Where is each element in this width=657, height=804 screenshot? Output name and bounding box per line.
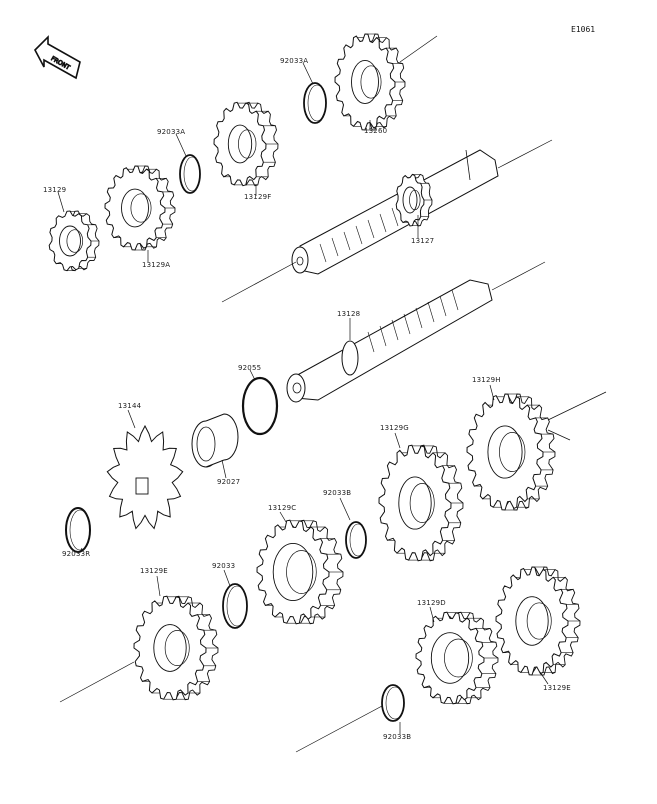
leader-13129e-left: [156, 575, 161, 597]
axis-line-upper-left: [221, 261, 297, 303]
leader-13129h: [489, 384, 495, 401]
label-13129c: 13129C: [268, 504, 297, 512]
leader-92033: [223, 569, 231, 587]
sprocket-13144: [106, 424, 184, 530]
leader-13144: [127, 409, 136, 429]
leader-13129e-right: [539, 671, 549, 685]
label-13129: 13129: [43, 186, 67, 194]
shaft-13127-spline: [319, 243, 327, 263]
leader-13129: [57, 191, 65, 213]
label-92033: 92033: [212, 562, 236, 570]
leader-92033a-top: [302, 62, 314, 85]
drawing-layer: FRONT: [34, 33, 607, 753]
circlip-92033a-mid-inner: [183, 156, 201, 192]
label-13128: 13128: [337, 310, 361, 318]
shaft-13127-spline: [367, 219, 375, 239]
gear-13129e-left: [133, 595, 219, 701]
label-92027: 92027: [217, 478, 241, 486]
shaft-13128-bore: [292, 382, 302, 394]
shaft-13128-spline: [427, 301, 435, 323]
label-13129d: 13129D: [417, 599, 446, 607]
shaft-13127-step: [465, 149, 471, 181]
label-13129h: 13129H: [472, 376, 501, 384]
shaft-13127-spline: [331, 237, 339, 257]
label-92033b: 92033B: [323, 489, 352, 497]
circlip-92033r-inner: [69, 509, 91, 551]
leader-13129d: [429, 606, 435, 623]
gear-13129a: [104, 165, 176, 251]
circlip-92033a-top-inner: [307, 84, 327, 122]
leader-92027: [221, 459, 227, 479]
shaft-13128-body: [291, 279, 493, 401]
gear-13129e-right: [495, 566, 581, 676]
axis-line-bottom-left: [59, 661, 135, 703]
shaft-13128-spline: [379, 325, 387, 347]
label-13129e-right: 13129E: [543, 684, 571, 692]
label-92033r: 92033R: [62, 550, 91, 558]
circlip-92033b-inner: [349, 523, 367, 557]
axis-line-upper-right: [497, 139, 553, 169]
label-92033b-bottom: 92033B: [383, 733, 412, 741]
circlip-92033-inner: [226, 585, 248, 627]
leader-92033r: [79, 547, 83, 553]
shaft-13128-end: [286, 373, 306, 403]
label-13144: 13144: [118, 402, 142, 410]
shaft-13127-spline: [379, 213, 387, 233]
axis-line-top-right: [399, 35, 438, 63]
leader-92033b: [339, 497, 351, 521]
shaft-13127-spline: [391, 207, 399, 227]
shaft-13127-spline: [355, 225, 363, 245]
shaft-13128-spline: [391, 319, 399, 341]
leader-92033a-mid: [175, 133, 187, 157]
gear-13260: [334, 33, 406, 131]
oring-92055: [241, 376, 279, 436]
label-92033a-mid: 92033A: [157, 128, 186, 136]
axis-line-h-right-2: [547, 429, 571, 441]
shaft-13128-spline: [415, 307, 423, 329]
label-13129e-left: 13129E: [140, 567, 168, 575]
gear-13129c: [256, 519, 344, 625]
label-13129f: 13129F: [244, 193, 272, 201]
shaft-13127-bore: [296, 256, 304, 266]
gear-13129h: [466, 393, 556, 511]
diagram-code: E1061: [571, 25, 596, 34]
front-arrow-icon: FRONT: [34, 35, 81, 80]
axis-line-mid-right: [491, 261, 546, 291]
axis-line-h-right: [547, 391, 607, 421]
label-13129a: 13129A: [142, 261, 171, 269]
shaft-13128-collar: [341, 340, 359, 376]
shaft-13127-end: [291, 246, 309, 274]
gear-13129: [48, 210, 100, 272]
axis-line-bottom-center: [295, 705, 383, 753]
shaft-13128-spline: [367, 331, 375, 353]
leader-92055: [249, 369, 256, 381]
gear-13129f: [213, 101, 279, 187]
gear-13129d: [415, 611, 499, 705]
label-92033a-top: 92033A: [280, 57, 309, 65]
collar-92027-bore: [196, 426, 216, 462]
shaft-13127-spline: [343, 231, 351, 251]
shaft-13128-spline: [403, 313, 411, 335]
circlip-92033b-bottom-inner: [385, 686, 405, 720]
leader-13129c: [279, 511, 287, 523]
gear-13129g: [378, 444, 464, 562]
leader-13129g: [394, 432, 401, 449]
label-13129g: 13129G: [380, 424, 409, 432]
shaft-13128-spline: [439, 295, 447, 317]
collar-92027-body: [205, 413, 239, 468]
label-13127: 13127: [411, 237, 435, 245]
label-13260: 13260: [364, 127, 388, 135]
label-92055: 92055: [238, 364, 262, 372]
shaft-13128-spline: [451, 289, 459, 311]
gear-13127-integral: [395, 173, 433, 227]
